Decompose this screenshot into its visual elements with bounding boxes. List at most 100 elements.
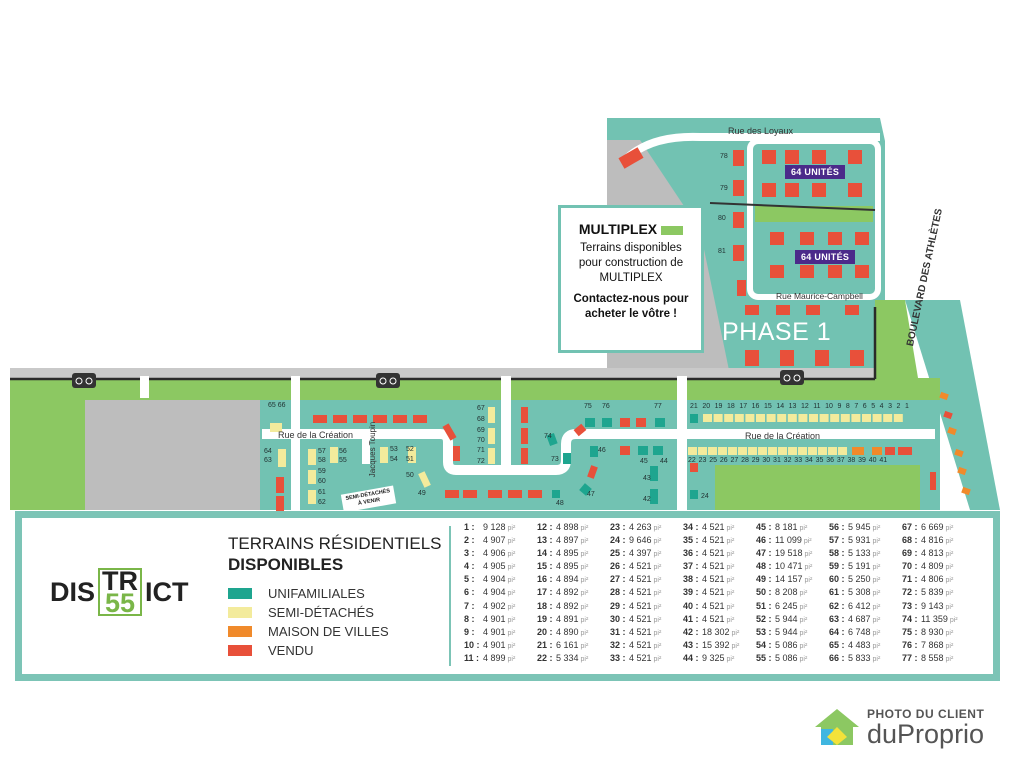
lot-semi[interactable]: [724, 414, 734, 422]
lot-vendu[interactable]: [848, 183, 862, 197]
lot-vendu[interactable]: [800, 265, 814, 278]
lot-vendu[interactable]: [785, 150, 799, 164]
lot-vendu[interactable]: [845, 305, 859, 315]
lot-vendu[interactable]: [521, 407, 528, 423]
lot-vendu[interactable]: [733, 212, 744, 228]
lot-semi[interactable]: [798, 414, 808, 422]
lot-vendu[interactable]: [828, 232, 842, 245]
lot-semi[interactable]: [828, 447, 837, 455]
lot-vendu[interactable]: [521, 428, 528, 444]
lot-vendu[interactable]: [885, 447, 895, 455]
lot-vendu[interactable]: [828, 265, 842, 278]
lot-semi[interactable]: [703, 414, 712, 422]
lot-vendu[interactable]: [848, 150, 862, 164]
lot-unifamiliales[interactable]: [590, 446, 598, 457]
lot-vendu[interactable]: [508, 490, 522, 498]
lot-semi[interactable]: [380, 447, 388, 463]
lot-semi[interactable]: [893, 414, 903, 422]
lot-semi[interactable]: [270, 423, 282, 432]
lot-unifamiliales[interactable]: [552, 490, 560, 498]
lot-semi[interactable]: [883, 414, 893, 422]
lot-maison[interactable]: [961, 486, 971, 496]
lot-vendu[interactable]: [812, 183, 826, 197]
lot-vendu[interactable]: [690, 463, 698, 472]
lot-unifamiliales[interactable]: [585, 418, 595, 427]
lot-vendu[interactable]: [463, 490, 477, 498]
lot-vendu[interactable]: [733, 150, 744, 166]
lot-semi[interactable]: [862, 414, 871, 422]
lot-vendu[interactable]: [445, 490, 459, 498]
lot-vendu[interactable]: [850, 350, 864, 366]
lot-maison[interactable]: [947, 426, 957, 436]
lot-vendu[interactable]: [620, 418, 630, 427]
lot-semi[interactable]: [840, 414, 850, 422]
lot-semi[interactable]: [818, 447, 827, 455]
lot-semi[interactable]: [787, 414, 797, 422]
lot-unifamiliales[interactable]: [650, 466, 658, 481]
lot-vendu[interactable]: [898, 447, 912, 455]
lot-unifamiliales[interactable]: [653, 446, 663, 455]
lot-vendu[interactable]: [276, 477, 284, 493]
lot-vendu[interactable]: [770, 232, 784, 245]
lot-vendu[interactable]: [930, 472, 936, 490]
lot-semi[interactable]: [418, 471, 431, 488]
lot-vendu[interactable]: [815, 350, 829, 366]
lot-semi[interactable]: [748, 447, 757, 455]
lot-semi[interactable]: [713, 414, 723, 422]
lot-semi[interactable]: [308, 490, 316, 504]
lot-vendu[interactable]: [521, 448, 528, 464]
lot-semi[interactable]: [698, 447, 707, 455]
lot-vendu[interactable]: [573, 423, 587, 437]
lot-semi[interactable]: [778, 447, 787, 455]
lot-vendu[interactable]: [733, 245, 744, 261]
lot-semi[interactable]: [766, 414, 776, 422]
lot-semi[interactable]: [758, 447, 767, 455]
lot-semi[interactable]: [798, 447, 807, 455]
lot-semi[interactable]: [488, 428, 495, 444]
lot-semi[interactable]: [488, 448, 495, 464]
lot-vendu[interactable]: [636, 418, 646, 427]
lot-unifamiliales[interactable]: [650, 489, 658, 504]
lot-vendu[interactable]: [587, 465, 598, 479]
lot-maison[interactable]: [954, 448, 964, 458]
lot-vendu[interactable]: [770, 265, 784, 278]
lot-semi[interactable]: [718, 447, 727, 455]
lot-maison[interactable]: [957, 466, 967, 476]
lot-vendu[interactable]: [855, 265, 869, 278]
lot-vendu[interactable]: [943, 410, 953, 420]
lot-vendu[interactable]: [528, 490, 542, 498]
lot-semi[interactable]: [851, 414, 861, 422]
lot-vendu[interactable]: [333, 415, 347, 423]
lot-vendu[interactable]: [737, 280, 746, 296]
lot-semi[interactable]: [768, 447, 777, 455]
lot-unifamiliales[interactable]: [602, 418, 612, 427]
lot-vendu[interactable]: [442, 423, 457, 441]
lot-vendu[interactable]: [413, 415, 427, 423]
lot-semi[interactable]: [734, 414, 744, 422]
lot-vendu[interactable]: [313, 415, 327, 423]
lot-maison[interactable]: [939, 391, 949, 401]
lot-vendu[interactable]: [800, 232, 814, 245]
lot-vendu[interactable]: [733, 180, 744, 196]
lot-vendu[interactable]: [373, 415, 387, 423]
lot-semi[interactable]: [278, 449, 286, 467]
lot-semi[interactable]: [777, 414, 787, 422]
lot-vendu[interactable]: [620, 446, 630, 455]
lot-semi[interactable]: [728, 447, 737, 455]
lot-semi[interactable]: [308, 449, 316, 465]
lot-semi[interactable]: [808, 447, 817, 455]
lot-semi[interactable]: [488, 407, 495, 423]
lot-vendu[interactable]: [812, 150, 826, 164]
lot-semi[interactable]: [688, 447, 697, 455]
lot-vendu[interactable]: [780, 350, 794, 366]
lot-vendu[interactable]: [488, 490, 502, 498]
lot-unifamiliales[interactable]: [690, 490, 698, 499]
lot-unifamiliales[interactable]: [563, 453, 571, 464]
lot-unifamiliales[interactable]: [579, 483, 592, 496]
lot-vendu[interactable]: [393, 415, 407, 423]
lot-semi[interactable]: [830, 414, 840, 422]
lot-maison[interactable]: [872, 447, 882, 455]
lot-vendu[interactable]: [762, 150, 776, 164]
lot-unifamiliales[interactable]: [690, 414, 698, 423]
lot-semi[interactable]: [330, 447, 338, 463]
